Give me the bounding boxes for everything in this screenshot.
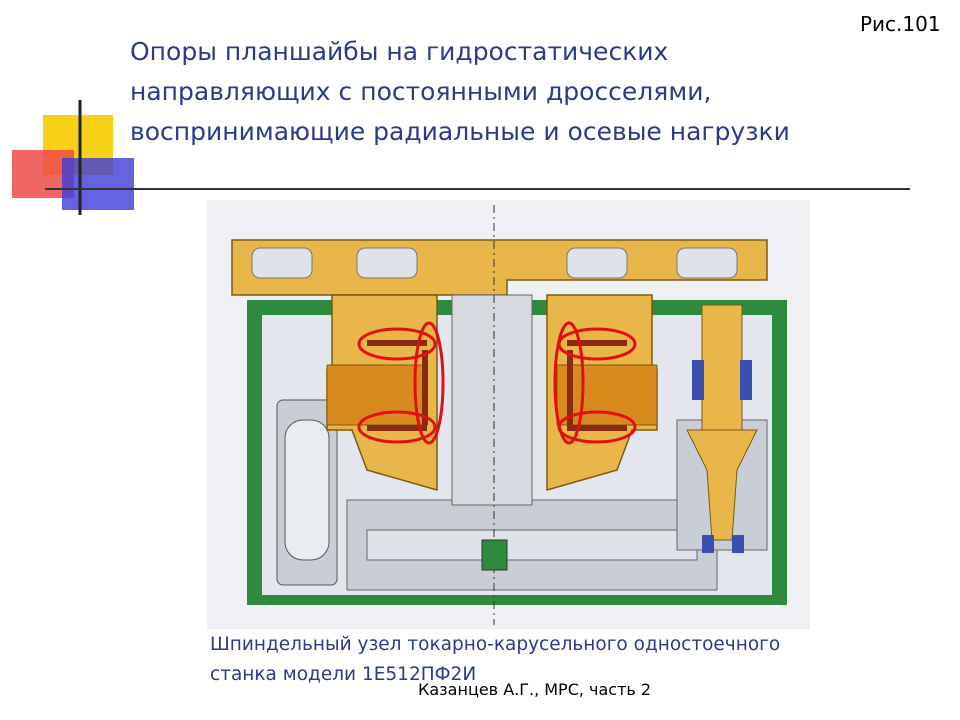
t-slot-1 <box>251 247 313 279</box>
base-slot <box>366 529 698 561</box>
t-slot-2 <box>356 247 418 279</box>
drive-shaft-upper <box>701 304 743 446</box>
highlight-radial-left <box>413 321 445 445</box>
left-window <box>284 419 330 561</box>
spindle-unit-drawing <box>207 200 810 630</box>
drawing-caption: Шпиндельный узел токарно-карусельного од… <box>210 630 780 690</box>
slide-title: Опоры планшайбы на гидростатических напр… <box>130 32 890 152</box>
caption-line: Шпиндельный узел токарно-карусельного од… <box>210 634 781 655</box>
highlight-axial-lower-left <box>357 410 437 444</box>
slide-footer: Казанцев А.Г., МРС, часть 2 <box>418 680 652 699</box>
highlight-axial-upper-left <box>357 327 437 361</box>
drive-bearing-left <box>692 360 704 400</box>
lower-right-pad <box>567 425 627 431</box>
caption-line: станка модели 1Е512ПФ2И <box>210 664 477 685</box>
title-line: Опоры планшайбы на гидростатических <box>130 37 669 66</box>
highlight-group <box>357 321 637 445</box>
right-radial-pad <box>567 350 573 425</box>
left-bearing-block <box>326 364 428 426</box>
t-slot-4 <box>676 247 738 279</box>
highlight-radial-right <box>553 321 585 445</box>
lower-left-pad <box>367 425 427 431</box>
title-line: направляющих с постоянными дросселями, <box>130 77 712 106</box>
lower-bearing-left <box>702 535 714 553</box>
figure-label: Рис.101 <box>860 12 941 36</box>
lower-bearing-right <box>732 535 744 553</box>
upper-left-pad <box>367 340 427 346</box>
t-slot-3 <box>566 247 628 279</box>
central-column <box>451 294 533 506</box>
upper-right-pad <box>567 340 627 346</box>
bottom-fitting <box>481 539 508 571</box>
left-radial-pad <box>422 350 428 425</box>
drive-bearing-right <box>740 360 752 400</box>
title-line: воспринимающие радиальные и осевые нагру… <box>130 117 790 146</box>
slide-decoration <box>12 100 910 215</box>
blue-square <box>62 158 134 210</box>
